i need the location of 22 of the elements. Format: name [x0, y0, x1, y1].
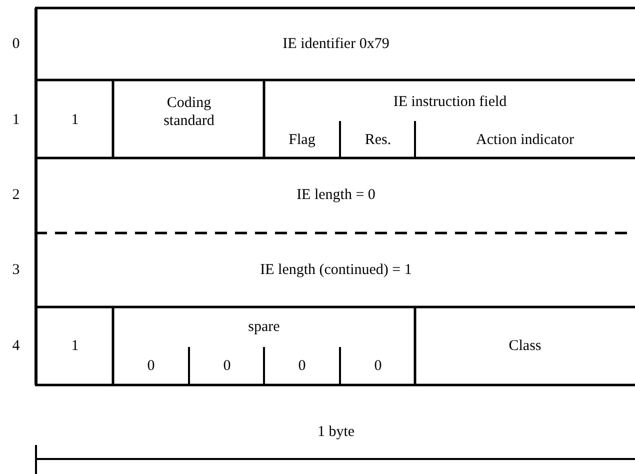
dimension-label: 1 byte — [317, 423, 355, 441]
row-number: 0 — [12, 35, 20, 53]
field-name: IE identifier 0x79 — [282, 35, 390, 53]
row-number: 4 — [12, 337, 20, 355]
field-name: IE length (continued) = 1 — [260, 261, 412, 279]
bit-value: 1 — [71, 337, 79, 355]
row-number: 3 — [12, 261, 20, 279]
field-name: Flag — [288, 131, 316, 149]
field-name: spare — [248, 318, 280, 336]
field-name: IE instruction field — [393, 93, 507, 111]
bit-value: 0 — [298, 357, 306, 375]
bit-value: 0 — [223, 357, 231, 375]
bit-value: 0 — [374, 357, 382, 375]
field-name: Action indicator — [476, 131, 574, 149]
field-name: IE length = 0 — [296, 186, 376, 204]
row-number: 1 — [12, 111, 20, 129]
field-name: Res. — [364, 131, 392, 149]
row-number: 2 — [12, 186, 20, 204]
bit-value: 0 — [147, 357, 155, 375]
bit-value: 1 — [71, 111, 79, 129]
field-name: Class — [508, 337, 542, 355]
field-name: Coding standard — [162, 94, 216, 130]
